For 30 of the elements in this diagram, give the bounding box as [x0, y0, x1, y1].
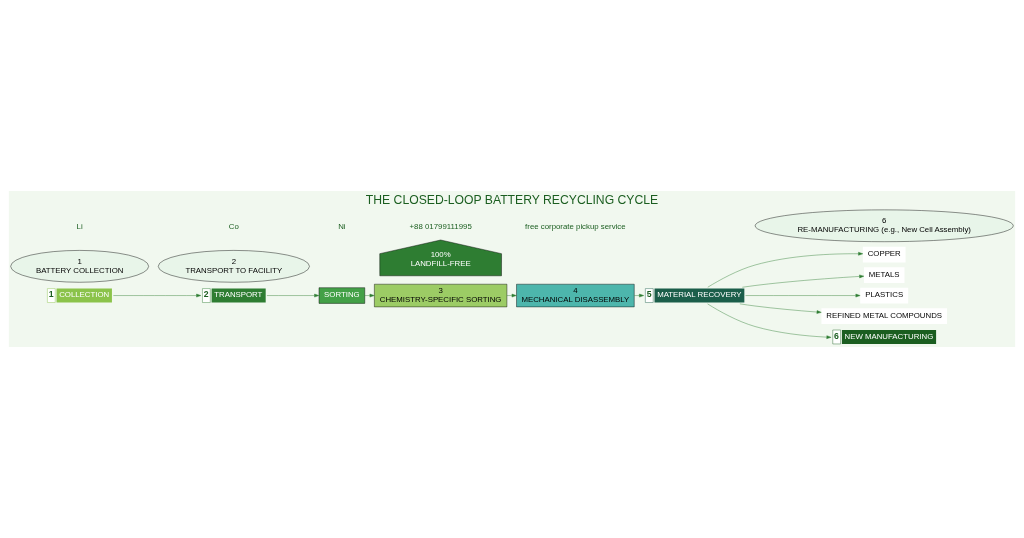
arrow — [707, 252, 864, 288]
node-ellipse: 6 RE-MANUFACTURING (e.g., New Cell Assembly) — [754, 209, 1014, 242]
node-box: REFINED METAL COMPOUNDS — [821, 308, 947, 324]
node-label: 5 — [646, 289, 652, 300]
label: Ni — [338, 222, 346, 232]
arrow — [742, 274, 865, 288]
arrow — [707, 303, 832, 339]
arrow — [634, 293, 644, 298]
node-box: PLASTICS — [860, 287, 909, 304]
node-box: COPPER — [862, 246, 906, 263]
node-ellipse: 2 TRANSPORT TO FACILITY — [158, 250, 310, 283]
arrow — [506, 293, 517, 298]
arrow — [266, 293, 320, 298]
arrow — [364, 293, 375, 298]
node-box: 3 CHEMISTRY-SPECIFIC SORTING — [374, 284, 508, 308]
label: +88 01799111995 — [409, 222, 472, 232]
node-label: 2 — [203, 289, 209, 300]
node-box: 4 MECHANICAL DISASSEMBLY — [516, 284, 635, 308]
label: Co — [228, 222, 239, 232]
node-label: 6 — [834, 330, 839, 341]
node-box: METALS — [863, 267, 905, 283]
arrow — [745, 293, 861, 298]
label: Li — [76, 222, 83, 232]
label: free corporate pickup service — [525, 222, 626, 232]
arrow — [113, 293, 202, 298]
diagram-title: THE CLOSED-LOOP BATTERY RECYCLING CYCLE — [365, 193, 659, 208]
node-ellipse: 1 BATTERY COLLECTION — [10, 250, 149, 283]
arrow — [739, 303, 822, 314]
node-label: 1 — [48, 289, 54, 300]
node-box: SORTING — [318, 287, 365, 304]
